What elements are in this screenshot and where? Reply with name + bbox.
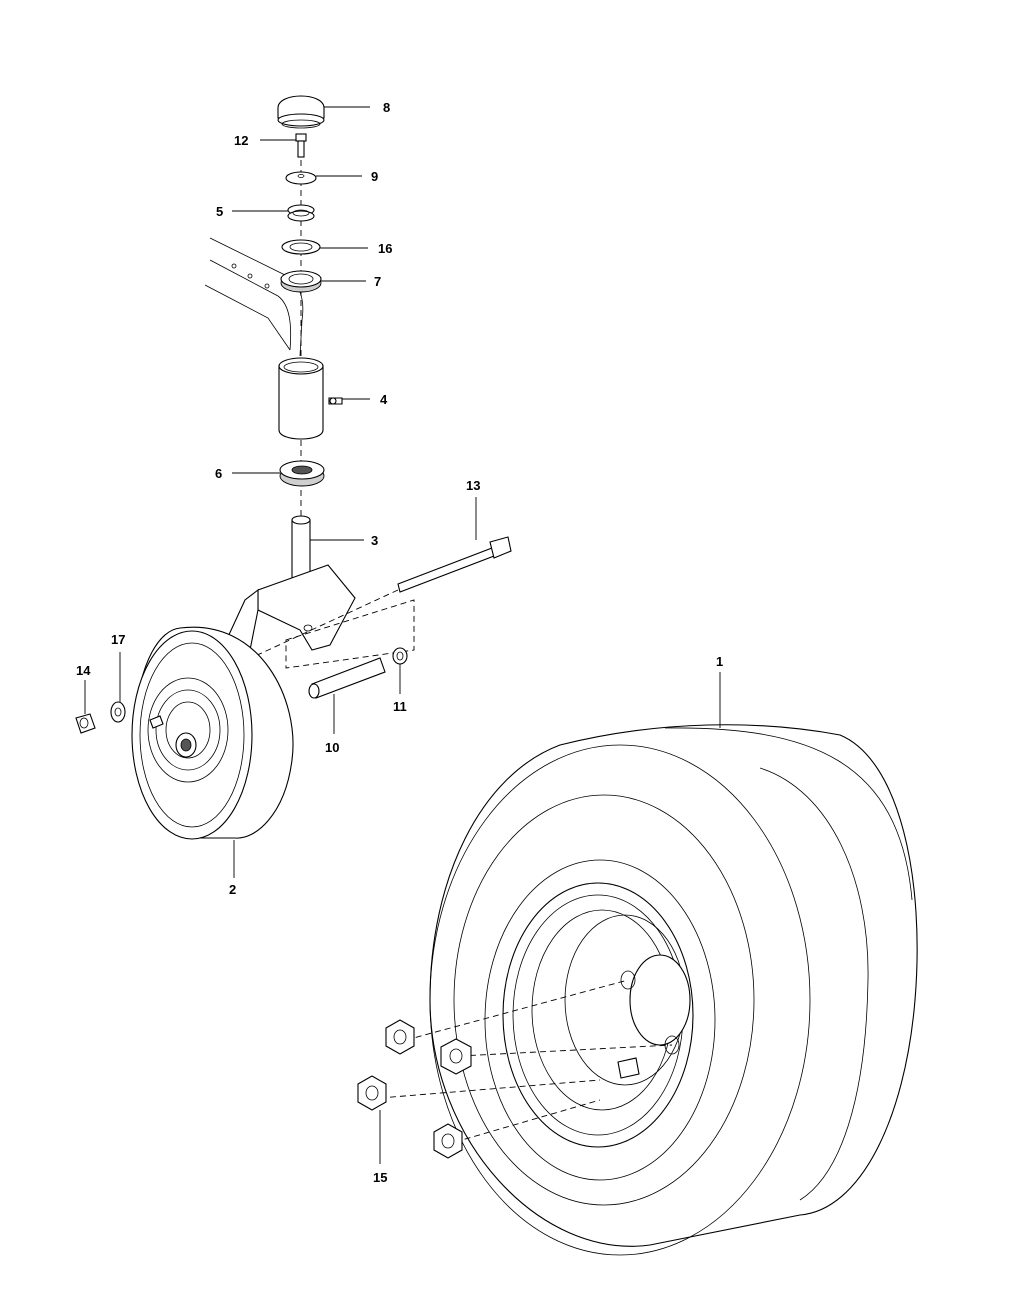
small-washer [392, 647, 408, 665]
grease-fitting [328, 397, 343, 405]
callout-8: 8 [383, 100, 390, 115]
washer-top [285, 171, 317, 185]
callout-12: 12 [234, 133, 248, 148]
flat-washer [281, 239, 321, 255]
nut-axis-4 [454, 1099, 601, 1143]
bolt-axis [159, 589, 399, 701]
callout-1: 1 [716, 654, 723, 669]
nut-axis-3 [379, 1079, 601, 1099]
leader-lines [84, 106, 721, 1164]
callout-11: 11 [393, 699, 407, 714]
spacer-assembly-box [285, 599, 415, 669]
lug-nut-3 [357, 1075, 387, 1111]
callout-6: 6 [215, 466, 222, 481]
callout-5: 5 [216, 204, 223, 219]
callout-14: 14 [76, 663, 91, 678]
callout-7: 7 [374, 274, 381, 289]
callout-2: 2 [229, 882, 236, 897]
callout-15: 15 [373, 1170, 387, 1185]
upper-bearing [280, 270, 322, 293]
spring-clip [287, 204, 315, 222]
callout-9: 9 [371, 169, 378, 184]
caster-arm [204, 237, 304, 357]
spacer-tube [308, 657, 386, 699]
callout-16: 16 [378, 241, 392, 256]
callout-13: 13 [466, 478, 480, 493]
axle-bolt [397, 536, 512, 593]
callout-3: 3 [371, 533, 378, 548]
drive-wheel [429, 724, 918, 1256]
nut-axis-1 [405, 979, 629, 1041]
lug-nut-2 [440, 1038, 472, 1075]
caster-wheel [131, 626, 294, 840]
lug-nut-4 [433, 1123, 463, 1159]
lug-nut-1 [385, 1019, 415, 1055]
dust-cap [277, 95, 325, 129]
callout-17: 17 [111, 632, 125, 647]
caster-washer [110, 701, 126, 723]
callout-10: 10 [325, 740, 339, 755]
nut-axis-2 [459, 1044, 673, 1057]
callout-4: 4 [380, 392, 388, 407]
pivot-tube [278, 357, 324, 440]
bolt [295, 133, 307, 158]
lower-bearing [279, 460, 325, 487]
caster-nut [75, 713, 96, 734]
